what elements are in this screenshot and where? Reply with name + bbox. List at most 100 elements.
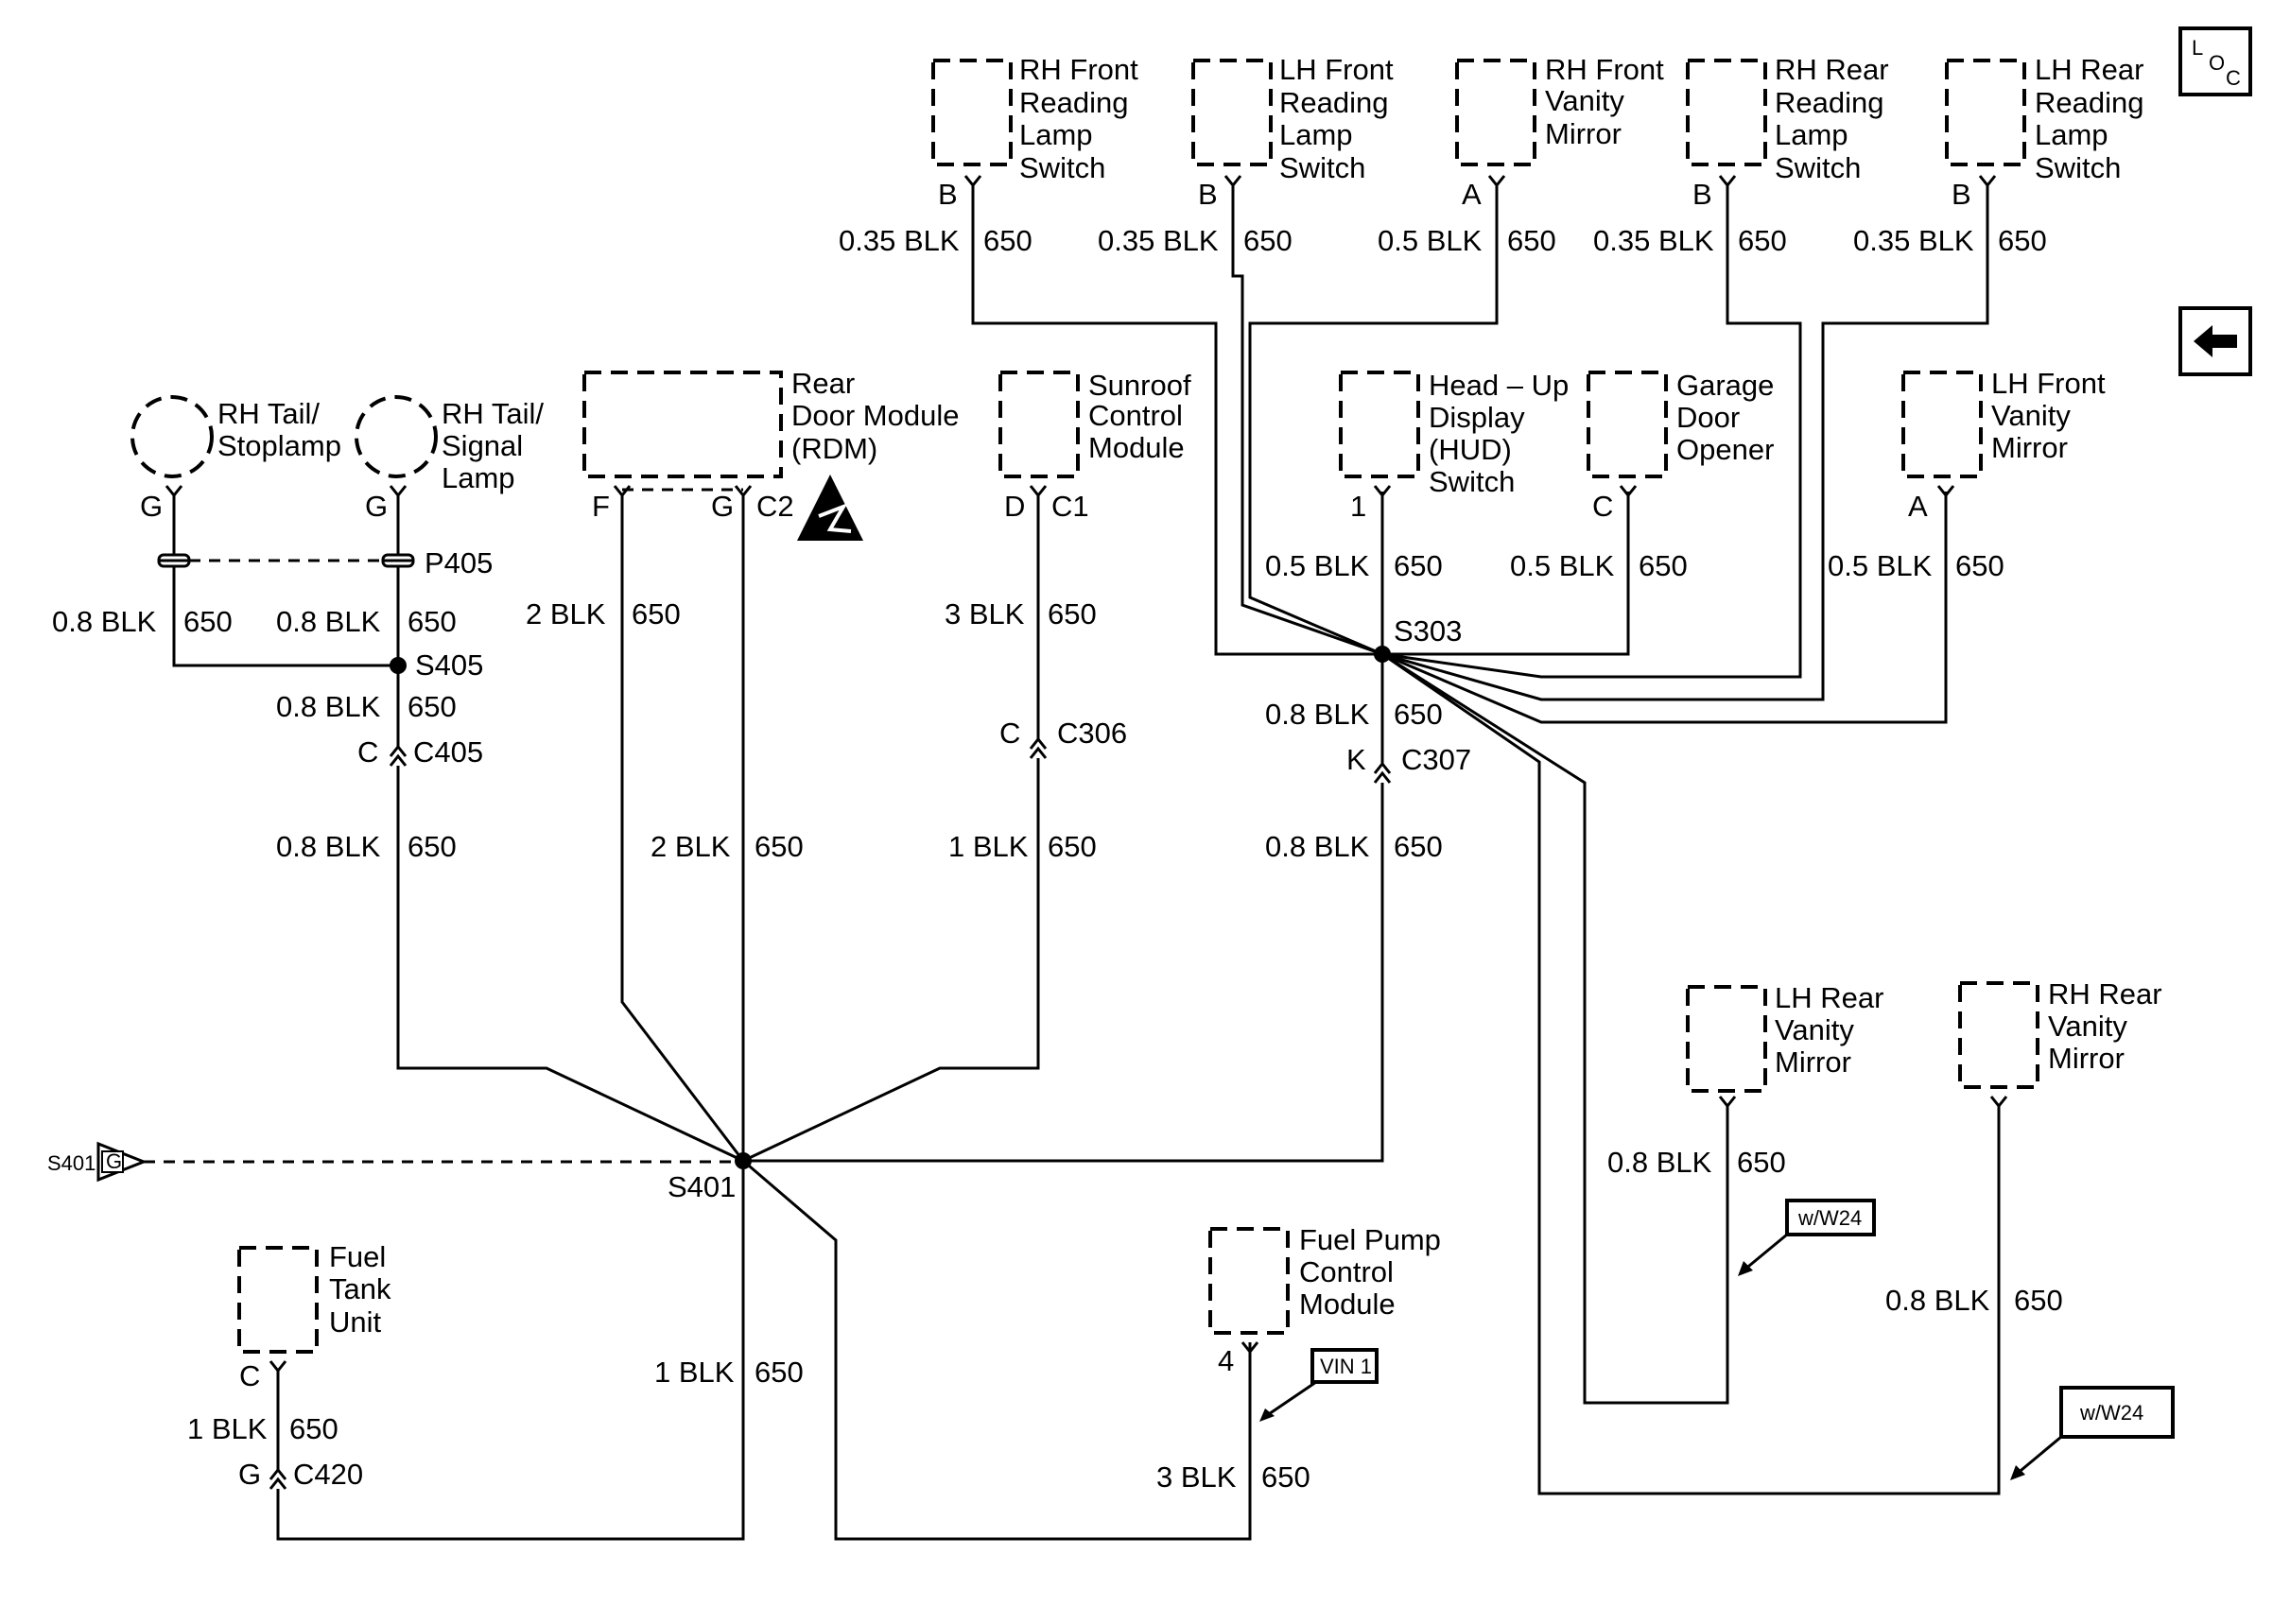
svg-text:S401: S401 — [47, 1151, 95, 1175]
svg-text:O: O — [2209, 51, 2225, 75]
svg-text:L: L — [2192, 36, 2203, 60]
vin1-option-tag: VIN 1 — [1259, 1348, 1379, 1422]
s303-splice — [1374, 646, 1391, 663]
svg-text:B: B — [1952, 178, 1971, 211]
s401-ground: G S401 — [47, 1141, 743, 1183]
svg-text:K: K — [1346, 743, 1366, 776]
svg-text:650: 650 — [1639, 549, 1688, 582]
s303-labels: 0.5 BLK 650 0.5 BLK 650 0.5 BLK 650 0.8 … — [1265, 549, 2004, 863]
w24-option-tag-rh: w/W24 — [2010, 1386, 2175, 1480]
location-view-icon[interactable]: L O C — [2178, 26, 2252, 96]
svg-text:650: 650 — [1955, 549, 2004, 582]
svg-text:C307: C307 — [1401, 743, 1471, 776]
rh-tail-stoplamp: RH Tail/Stoplamp — [130, 395, 341, 478]
top-row-wire-labels: 0.35 BLK 650 0.35 BLK 650 0.5 BLK 650 0.… — [839, 224, 2047, 257]
svg-text:B: B — [1198, 178, 1218, 211]
left-labels: P405 0.8 BLK 650 0.8 BLK 650 S405 0.8 BL… — [52, 546, 493, 863]
svg-text:650: 650 — [983, 224, 1032, 257]
svg-text:3 BLK: 3 BLK — [1156, 1460, 1237, 1494]
svg-text:0.8 BLK: 0.8 BLK — [52, 605, 157, 638]
sunroof-labels: 3 BLK 650 C C306 1 BLK 650 — [945, 597, 1127, 863]
svg-text:650: 650 — [1261, 1460, 1310, 1494]
svg-text:650: 650 — [408, 690, 457, 723]
esd-warning-icon — [797, 475, 863, 541]
back-arrow-icon[interactable] — [2178, 306, 2252, 376]
svg-text:A: A — [1462, 178, 1482, 211]
svg-text:1 BLK: 1 BLK — [654, 1356, 735, 1389]
svg-text:650: 650 — [2014, 1284, 2063, 1317]
svg-text:0.8 BLK: 0.8 BLK — [1885, 1284, 1990, 1317]
svg-text:A: A — [1908, 490, 1928, 523]
svg-text:0.5 BLK: 0.5 BLK — [1510, 549, 1615, 582]
svg-text:G: G — [106, 1149, 122, 1173]
svg-text:B: B — [938, 178, 958, 211]
middle-row-pins: G G F G C2 D C1 1 C A — [140, 490, 1928, 523]
svg-text:0.5 BLK: 0.5 BLK — [1265, 549, 1370, 582]
svg-text:w/W24: w/W24 — [2079, 1401, 2143, 1425]
svg-text:4: 4 — [1218, 1344, 1234, 1377]
svg-text:0.8 BLK: 0.8 BLK — [1607, 1146, 1712, 1179]
svg-text:650: 650 — [755, 830, 804, 863]
s303-label: S303 — [1394, 614, 1462, 648]
svg-text:1 BLK: 1 BLK — [948, 830, 1029, 863]
svg-text:G: G — [140, 490, 163, 523]
rear-vanity-labels: 0.8 BLK 650 0.8 BLK 650 — [1607, 1146, 2063, 1317]
svg-text:D: D — [1004, 490, 1025, 523]
tail-lamp-wiring — [157, 495, 744, 1163]
sunroof-wiring — [742, 495, 1048, 1163]
svg-text:650: 650 — [1048, 597, 1097, 631]
svg-text:650: 650 — [289, 1412, 338, 1445]
svg-text:3 BLK: 3 BLK — [945, 597, 1025, 631]
svg-text:0.35 BLK: 0.35 BLK — [1853, 224, 1974, 257]
svg-text:2 BLK: 2 BLK — [651, 830, 731, 863]
svg-text:S405: S405 — [415, 648, 483, 682]
svg-text:0.35 BLK: 0.35 BLK — [839, 224, 960, 257]
svg-text:P405: P405 — [425, 546, 493, 579]
svg-text:650: 650 — [755, 1356, 804, 1389]
svg-text:0.8 BLK: 0.8 BLK — [276, 690, 381, 723]
svg-text:0.8 BLK: 0.8 BLK — [276, 830, 381, 863]
w24-option-tag-lh: w/W24 — [1738, 1199, 1876, 1276]
svg-text:0.8 BLK: 0.8 BLK — [276, 605, 381, 638]
svg-text:650: 650 — [1507, 224, 1556, 257]
svg-text:2 BLK: 2 BLK — [526, 597, 606, 631]
svg-text:G: G — [365, 490, 388, 523]
bottom-wiring — [269, 1159, 1259, 1541]
svg-text:C2: C2 — [756, 490, 794, 523]
svg-text:C: C — [999, 717, 1020, 750]
svg-text:C420: C420 — [293, 1458, 363, 1491]
svg-text:C: C — [239, 1359, 260, 1392]
svg-text:1 BLK: 1 BLK — [187, 1412, 268, 1445]
svg-text:650: 650 — [183, 605, 233, 638]
bottom-labels: C 1 BLK 650 G C420 1 BLK 650 4 3 BLK 650 — [187, 1344, 1310, 1494]
svg-text:650: 650 — [1394, 830, 1443, 863]
svg-text:0.5 BLK: 0.5 BLK — [1378, 224, 1483, 257]
svg-text:0.8 BLK: 0.8 BLK — [1265, 698, 1370, 731]
rdm-wiring — [620, 495, 745, 1162]
s405-splice — [390, 657, 407, 674]
svg-text:C405: C405 — [413, 735, 483, 769]
rear-vanity-terminals — [1718, 1096, 2008, 1109]
svg-text:C: C — [2226, 66, 2241, 90]
